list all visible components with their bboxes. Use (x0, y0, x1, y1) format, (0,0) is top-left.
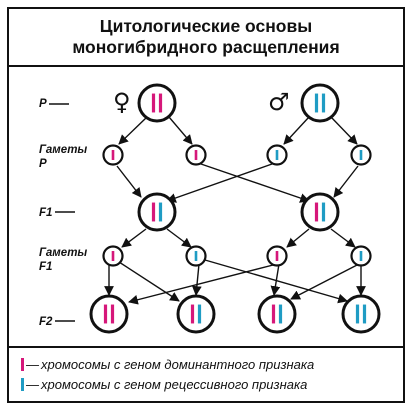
dominant-chromosome (158, 93, 163, 113)
recessive-chromosome (278, 304, 283, 324)
gamete-f1-1 (102, 245, 124, 267)
dominant-chromosome (271, 304, 276, 324)
legend-dash: — (26, 376, 39, 392)
arrows (104, 116, 366, 305)
gamete-f1-4 (350, 245, 372, 267)
dominant-chromosome (314, 202, 319, 222)
label-gametes-f1-text: Гаметы (39, 247, 87, 259)
cell-f2-2 (176, 294, 216, 334)
cell-f2-4 (341, 294, 381, 334)
gamete-f1-3 (266, 245, 288, 267)
recessive-chromosome (321, 202, 326, 222)
recessive-chromosome (197, 304, 202, 324)
arrow-g3-to-f2-3 (270, 263, 281, 296)
arrow-gamete-to-f1-right-a (200, 163, 310, 203)
crossing-scheme: P Гаметы P F1 Гаметы F1 F2 ♀ ♂ (39, 83, 381, 334)
cell-f2-1 (89, 294, 129, 334)
arrow-f1-left-to-gamete-2 (166, 228, 192, 248)
recessive-chromosome (362, 304, 367, 324)
label-p: P (39, 98, 69, 110)
recessive-chromosome (158, 202, 163, 222)
arrow-p-female-to-gamete-1 (118, 116, 148, 145)
legend-row-recessive: — хромосомы с геном рецессивного признак… (21, 374, 403, 394)
male-symbol-icon: ♂ (268, 88, 290, 116)
recessive-chromosome (321, 93, 326, 113)
dominant-chromosome (151, 93, 156, 113)
legend-text-recessive: хромосомы с геном рецессивного признака (41, 376, 308, 392)
arrow-f1-right-to-gamete-2 (330, 228, 356, 248)
recessive-chromosome (314, 93, 319, 113)
label-gametes-f1-gen: F1 (39, 261, 52, 273)
cells (89, 83, 381, 334)
title-line-2: моногибридного расщепления (72, 37, 340, 57)
label-f2-text: F2 (39, 316, 53, 328)
label-f1-text: F1 (39, 207, 52, 219)
cell-p-female (137, 83, 177, 123)
recessive-chromosome-icon (21, 377, 24, 391)
gamete-p-4 (350, 144, 372, 166)
arrow-f1-right-to-gamete-1 (286, 228, 310, 248)
label-p-text: P (39, 98, 47, 110)
label-gametes-p-text: Гаметы (39, 144, 87, 156)
diagram-frame: Цитологические основы моногибридного рас… (7, 7, 405, 403)
female-symbol-icon: ♀ (113, 88, 131, 116)
dominant-chromosome (151, 202, 156, 222)
label-gametes-p-gen: P (39, 158, 47, 170)
cell-p-male (300, 83, 340, 123)
dominant-chromosome (194, 150, 198, 160)
arrow-gamete-to-f1-right-b (333, 165, 359, 198)
dominant-chromosome (110, 304, 115, 324)
gamete-p-2 (185, 144, 207, 166)
cell-f2-3 (257, 294, 297, 334)
recessive-chromosome (275, 150, 279, 160)
label-gametes-f1: Гаметы F1 (39, 247, 87, 273)
arrow-p-male-to-gamete-2 (330, 116, 358, 145)
recessive-chromosome (359, 251, 363, 261)
dominant-chromosome (275, 251, 279, 261)
legend-row-dominant: — хромосомы с геном доминантного признак… (21, 354, 403, 374)
recessive-chromosome (194, 251, 198, 261)
arrow-g4-to-f2-3 (290, 263, 360, 300)
dominant-chromosome (103, 304, 108, 324)
arrow-g1-to-f2-2 (118, 261, 180, 302)
legend: — хромосомы с геном доминантного признак… (9, 346, 403, 401)
dominant-chromosome (190, 304, 195, 324)
recessive-chromosome (359, 150, 363, 160)
label-f1: F1 (39, 207, 75, 219)
legend-text-dominant: хромосомы с геном доминантного признака (41, 356, 315, 372)
dominant-chromosome (111, 251, 115, 261)
dominant-chromosome (111, 150, 115, 160)
arrow-gamete-to-f1-left-b (166, 163, 273, 203)
gamete-p-3 (266, 144, 288, 166)
gamete-p-1 (102, 144, 124, 166)
arrow-p-male-to-gamete-1 (283, 116, 310, 145)
label-f2: F2 (39, 316, 75, 328)
cell-f1-right (300, 192, 340, 232)
dominant-chromosome-icon (21, 357, 24, 371)
cell-f1-left (137, 192, 177, 232)
legend-dash: — (26, 356, 39, 372)
title-box: Цитологические основы моногибридного рас… (9, 9, 403, 67)
gamete-f1-2 (185, 245, 207, 267)
arrow-g3-to-f2-1 (128, 263, 278, 305)
label-gametes-p: Гаметы P (39, 144, 87, 170)
arrow-g2-to-f2-2 (191, 263, 202, 296)
arrow-f1-left-to-gamete-1 (121, 228, 147, 248)
recessive-chromosome (355, 304, 360, 324)
arrow-p-female-to-gamete-2 (168, 116, 193, 145)
title-line-1: Цитологические основы (99, 16, 313, 36)
arrow-gamete-to-f1-left-a (116, 165, 142, 198)
